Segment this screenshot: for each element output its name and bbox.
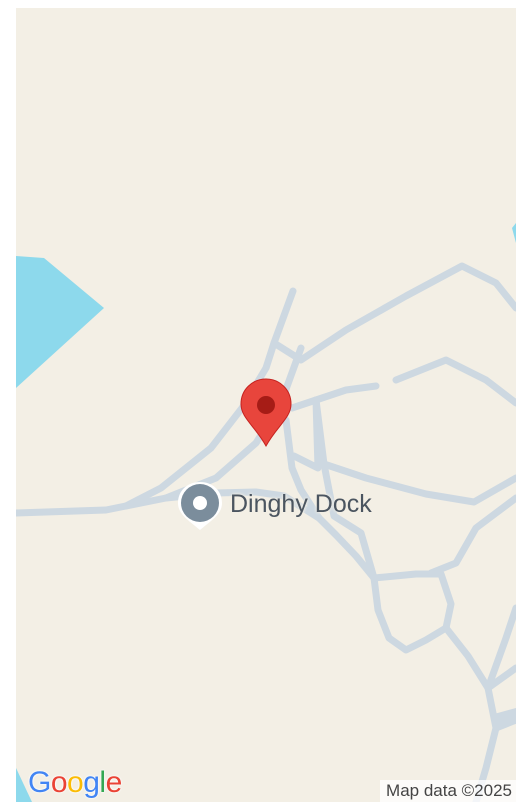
- map-attribution[interactable]: Map data ©2025: [380, 780, 516, 802]
- map-graphics: [16, 223, 516, 802]
- water-area-bottom: [16, 768, 32, 802]
- logo-letter: o: [67, 766, 84, 799]
- poi-label-dinghy-dock[interactable]: Dinghy Dock: [230, 490, 372, 518]
- logo-letter: g: [83, 766, 100, 799]
- google-logo: Google: [28, 766, 122, 800]
- water-area-right: [512, 223, 516, 243]
- road-network: [16, 262, 516, 802]
- water-area: [16, 256, 104, 388]
- map-canvas[interactable]: Dinghy Dock Google Map data ©2025: [16, 8, 516, 802]
- road-wide: [494, 708, 516, 726]
- logo-letter: G: [28, 766, 51, 799]
- logo-letter: l: [99, 766, 106, 799]
- logo-letter: e: [105, 766, 123, 799]
- red-map-marker-icon[interactable]: [240, 378, 292, 448]
- location-pin-icon[interactable]: [178, 482, 222, 530]
- logo-letter: o: [50, 766, 68, 799]
